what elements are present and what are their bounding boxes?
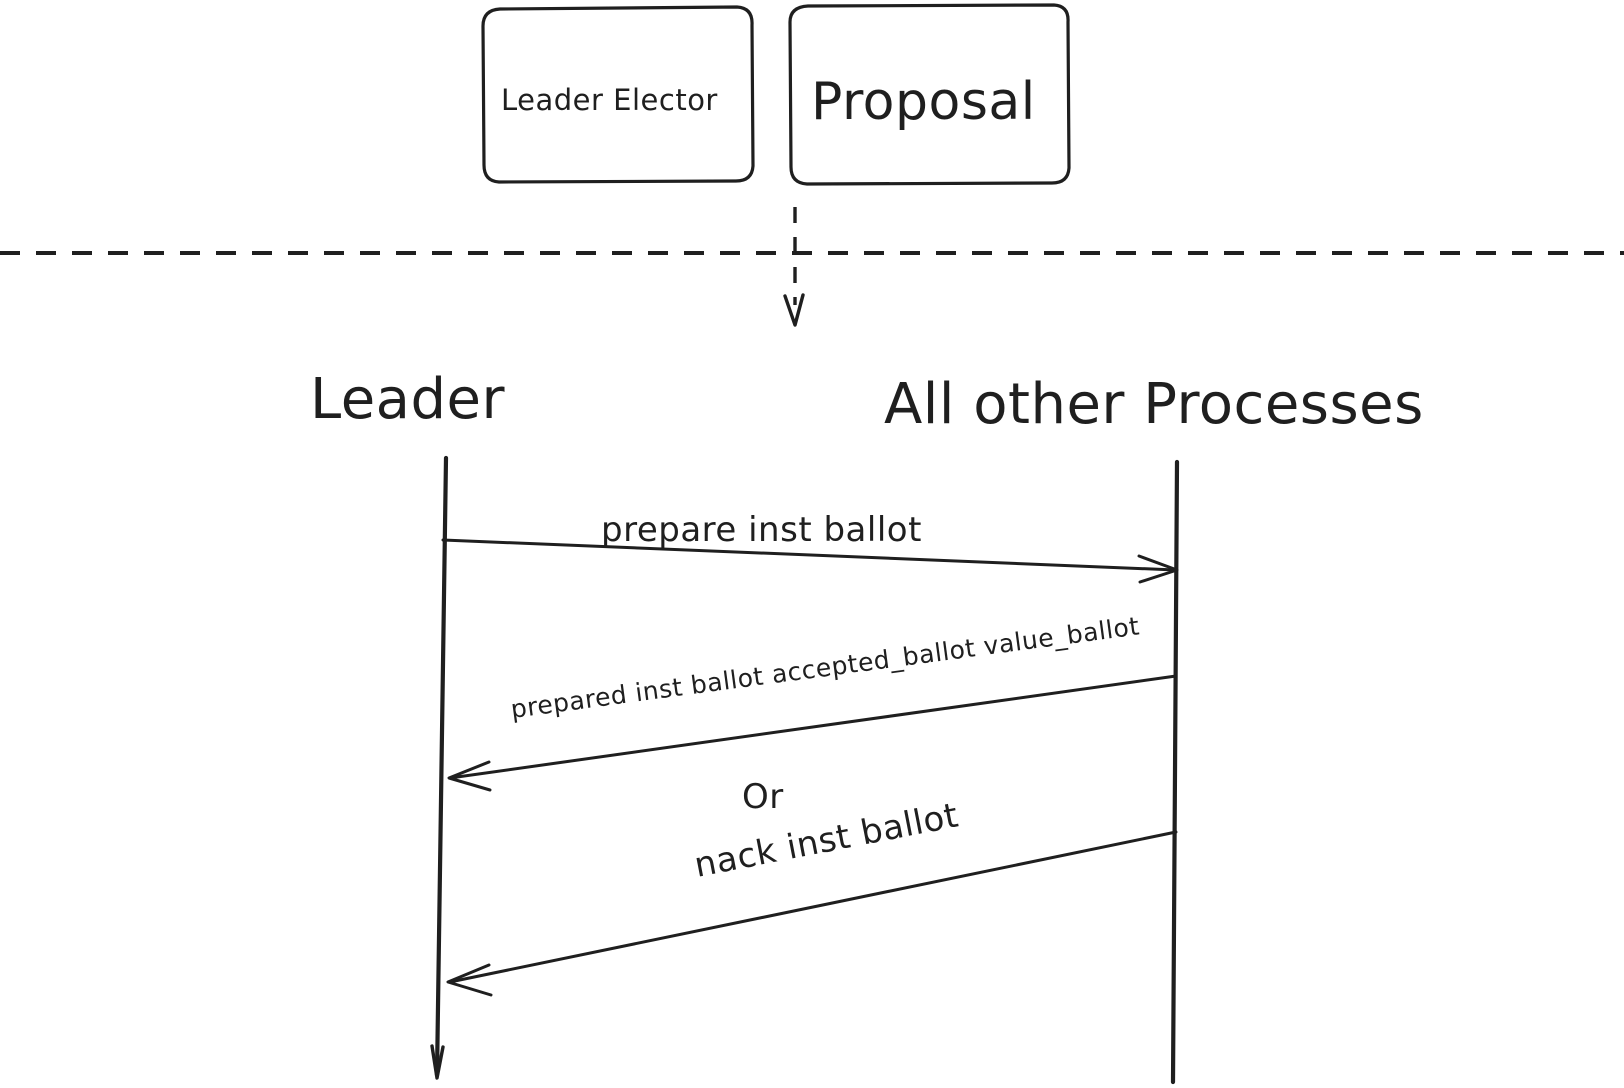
message-label-prepare: prepare inst ballot	[601, 510, 922, 550]
message-arrow-nack	[446, 830, 1178, 997]
message-arrow-prepared	[447, 674, 1178, 792]
lane-title-leader: Leader	[310, 367, 505, 432]
leader-elector-box[interactable]	[481, 5, 755, 184]
message-label-nack: nack inst ballot	[691, 795, 962, 885]
proposal-box[interactable]	[788, 3, 1071, 186]
leader-elector-label: Leader Elector	[501, 83, 718, 117]
proposal-label: Proposal	[811, 72, 1036, 132]
flow-arrow	[783, 207, 805, 327]
lane-title-all-other-processes: All other Processes	[884, 372, 1424, 437]
all-other-processes-lifeline	[1170, 459, 1180, 1085]
leader-lifeline	[430, 455, 449, 1080]
message-arrow-prepare	[441, 538, 1179, 584]
or-separator-label: Or	[742, 777, 784, 817]
message-label-prepared: prepared inst ballot accepted_ballot val…	[509, 611, 1141, 724]
